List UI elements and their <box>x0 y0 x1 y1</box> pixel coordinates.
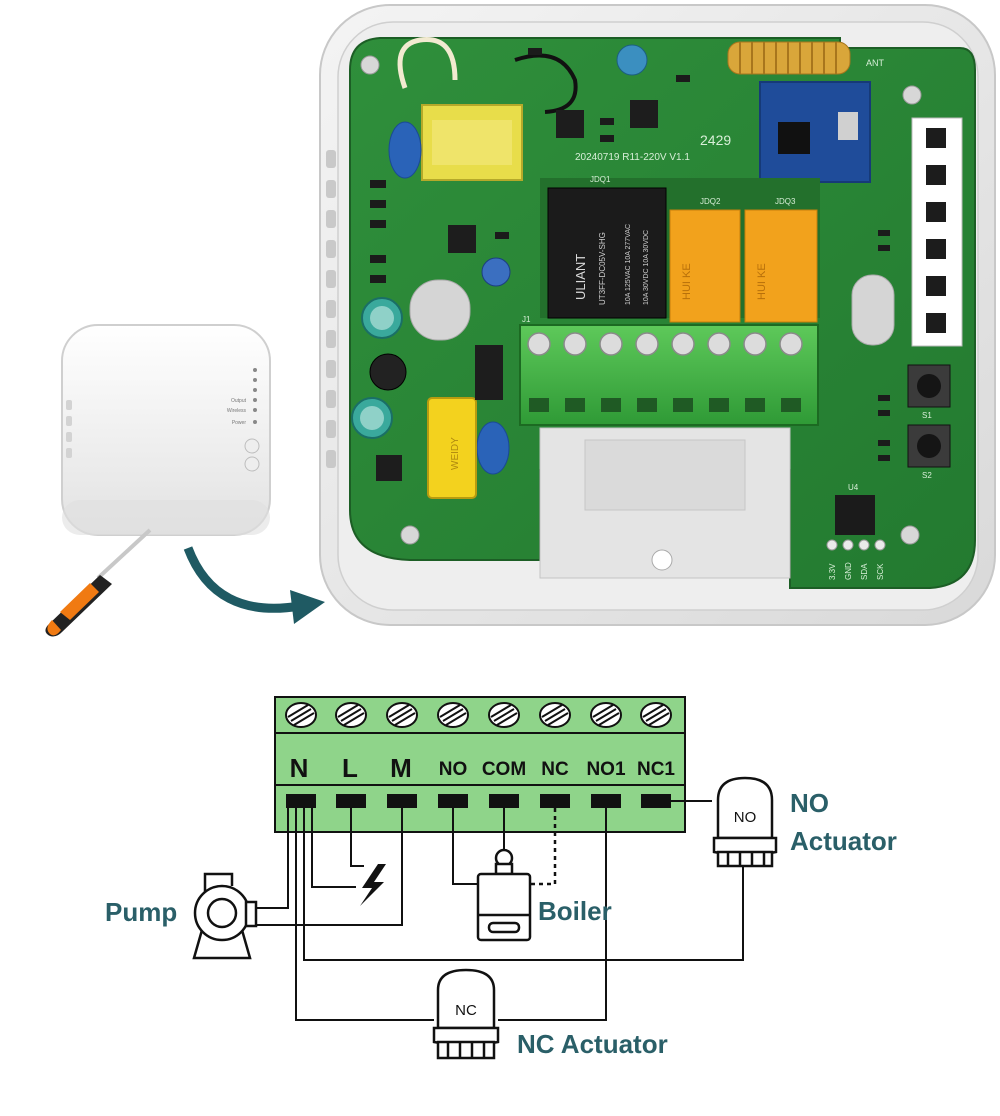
no-actuator-label-line1: NO <box>790 788 829 818</box>
device-led-power: Power <box>232 420 247 426</box>
terminal-label-n: N <box>290 753 309 783</box>
pcb-button-s1: S1 <box>907 364 951 420</box>
relay2-brand: HUI KE <box>681 263 693 300</box>
curved-arrow-head <box>290 590 325 624</box>
boiler-icon <box>476 848 532 942</box>
nc-dotted-wire <box>530 808 557 886</box>
pin-label-gnd: GND <box>844 562 853 580</box>
pump-label: Pump <box>105 897 177 927</box>
screwdriver <box>45 528 152 637</box>
j1-ref: J1 <box>522 315 531 324</box>
device-led-wireless: Wireless <box>227 408 247 414</box>
curved-arrow <box>183 546 301 613</box>
relay-jdq2 <box>669 209 741 323</box>
nc-actuator-label: NC Actuator <box>517 1029 668 1059</box>
pin-label-sck: SCK <box>876 563 885 580</box>
no-actuator-badge: NO <box>734 809 757 826</box>
terminal-label-no1: NO1 <box>586 759 626 780</box>
s2-label: S2 <box>922 471 932 480</box>
chip-u4 <box>835 495 875 535</box>
pin-label-sda: SDA <box>860 563 869 580</box>
relay1-model: UT3FF-DC05V-SHG <box>598 232 607 305</box>
nc-actuator-badge: NC <box>455 1002 477 1019</box>
no-actuator-label-line2: Actuator <box>790 826 897 856</box>
antenna-coil <box>727 41 851 75</box>
relay1-ref: JDQ1 <box>590 175 611 184</box>
terminal-label-nc: NC <box>541 759 569 780</box>
terminal-label-m: M <box>390 753 412 783</box>
terminal-label-no: NO <box>439 759 468 780</box>
terminal-label-nc1: NC1 <box>637 759 675 780</box>
pcb-button-s2: S2 <box>907 424 951 480</box>
s1-label: S1 <box>922 411 932 420</box>
wiring-terminal-block: N L M NO COM NC NO1 NC1 <box>274 696 686 833</box>
pcb-silk-number: 2429 <box>700 132 731 148</box>
relay3-ref: JDQ3 <box>775 197 796 206</box>
no-actuator-icon <box>712 776 778 868</box>
device-led-output: Output <box>231 398 247 404</box>
relay1-rating1: 10A 125VAC 10A 277VAC <box>625 224 632 305</box>
device-button-2 <box>244 456 260 472</box>
pcb-board: 20240719 R11-220V V1.1 2429 ANT WEIDY <box>349 37 976 589</box>
wires <box>250 800 744 1021</box>
pin-label-3v3: 3.3V <box>828 563 837 580</box>
antenna-label: ANT <box>866 58 885 68</box>
live-lightning-icon <box>360 864 386 906</box>
relay2-ref: JDQ2 <box>700 197 721 206</box>
nc-actuator-icon <box>432 968 500 1060</box>
closed-device: Output Wireless Power <box>61 324 271 536</box>
led-light-pipe <box>911 117 963 347</box>
terminal-label-com: COM <box>482 759 526 780</box>
weidy-capacitor <box>427 397 477 499</box>
device-button-1 <box>244 438 260 454</box>
relay-jdq3 <box>744 209 818 323</box>
relay1-brand: ULIANT <box>573 254 588 300</box>
pcb-silk-date: 20240719 R11-220V V1.1 <box>575 152 690 163</box>
relay3-brand: HUI KE <box>756 263 768 300</box>
relay1-rating2: 10A 30VDC 10A 30VDC <box>643 230 650 305</box>
boiler-label: Boiler <box>538 896 612 926</box>
pcb-terminal-block: J1 <box>519 315 819 426</box>
relay-jdq1 <box>547 187 667 319</box>
cap-text: WEIDY <box>450 437 461 470</box>
wire-loop <box>397 37 458 89</box>
pump-icon <box>192 872 258 960</box>
u4-label: U4 <box>848 483 859 492</box>
terminal-label-l: L <box>342 753 358 783</box>
